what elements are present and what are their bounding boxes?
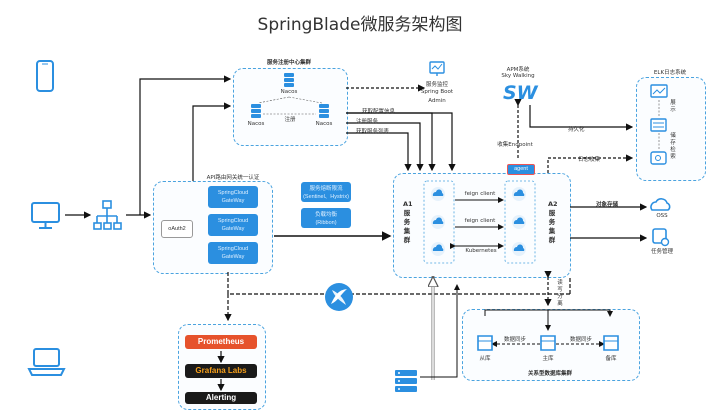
a2-char-3: 集 <box>548 227 556 235</box>
elk-label: ELK日志系统 <box>653 70 687 76</box>
task-management-label: 任务管理 <box>650 249 674 255</box>
desktop-icon <box>31 202 60 229</box>
object-storage-label: 对象存储 <box>596 202 619 208</box>
slave-db-icon <box>477 335 493 351</box>
a2-char-4: 群 <box>548 236 556 244</box>
collect-endpoint-label: 收集Endpoint <box>497 142 533 148</box>
a1-char-1: 服 <box>403 209 411 217</box>
a1-char-0: A1 <box>403 200 413 208</box>
skywalking-label: Sky Walking <box>501 73 535 79</box>
elk-cluster <box>636 77 706 181</box>
oss-cloud-icon <box>650 198 671 211</box>
task-management-icon <box>652 228 670 247</box>
sync-label-left: 数据同步 <box>503 337 527 343</box>
service-cluster <box>393 173 571 278</box>
nacos-top-label: Nacos <box>280 89 298 95</box>
alerting-box: Alerting <box>185 392 257 404</box>
oss-label: OSS <box>656 213 668 219</box>
elk-chart-icon <box>650 84 668 98</box>
storage-server-icon <box>395 370 417 392</box>
get-config-label: 获取配置信息 <box>362 109 396 115</box>
get-service-list-label: 获取服务列表 <box>356 129 390 135</box>
gateway-button-2[interactable]: SpringCloud GateWay <box>208 214 258 236</box>
backup-db-icon <box>603 335 619 351</box>
gateway-button-1-line1: SpringCloud <box>217 190 249 196</box>
load-balancer-line1: 负载均衡 <box>314 212 337 218</box>
nacos-top-icon <box>284 73 294 87</box>
a1-char-3: 集 <box>403 227 411 235</box>
gateway-button-2-line1: SpringCloud <box>217 218 249 224</box>
log-collect-label: 日志收集 <box>578 157 601 163</box>
a2-char-1: 服 <box>548 209 556 217</box>
feign-client-label-1: feign client <box>464 191 496 197</box>
circuit-breaker-line2: (Sentinel、Hystrix) <box>303 194 349 200</box>
load-balancer-box: 负载均衡 (Ribbon) <box>301 208 351 228</box>
a2-char-0: A2 <box>548 200 558 208</box>
elk-database-icon <box>650 151 667 165</box>
gateway-button-2-line2: GateWay <box>221 226 245 232</box>
a2-char-2: 务 <box>548 218 556 226</box>
gateway-label: API路由网关统一认证 <box>206 175 260 181</box>
read-write-split-label: 读 写 分 离 <box>557 280 563 308</box>
load-balancer-line2: (Ribbon) <box>315 220 337 226</box>
gateway-button-3-line1: SpringCloud <box>217 246 249 252</box>
rw-char-3: 离 <box>557 301 563 307</box>
gateway-button-3[interactable]: SpringCloud GateWay <box>208 242 258 264</box>
a1-cluster-label: A1 服 务 集 群 <box>403 200 413 245</box>
rw-char-2: 分 <box>557 294 563 300</box>
a1-char-4: 群 <box>403 236 411 244</box>
gateway-button-3-line2: GateWay <box>221 254 245 260</box>
cluster-node-icons <box>431 187 526 256</box>
elk-show-label: 展示 <box>670 100 676 113</box>
registry-cluster-label: 服务注册中心集群 <box>266 60 312 66</box>
phone-icon <box>36 60 54 92</box>
center-cluster-logo-icon <box>325 283 353 311</box>
a2-cluster-label: A2 服 务 集 群 <box>548 200 558 245</box>
circuit-breaker-line1: 服务熔断限流 <box>309 186 343 192</box>
monitor-icon <box>429 61 445 76</box>
db-cluster-label: 关系型数据库集群 <box>527 371 573 377</box>
monitor-label-3: Admin <box>428 98 446 104</box>
monitor-label-2: Spring Boot <box>420 89 454 95</box>
monitor-label-1: 服务监控 <box>425 82 449 88</box>
register-edge-label: 注册 <box>284 117 296 123</box>
nacos-right-icon <box>319 104 329 118</box>
rw-char-1: 写 <box>557 287 563 293</box>
master-db-icon <box>540 335 556 351</box>
oauth2-box: oAuth2 <box>161 220 193 238</box>
master-db-label: 主库 <box>542 356 554 362</box>
a1-char-2: 务 <box>403 218 411 226</box>
backup-db-label: 备库 <box>605 356 617 362</box>
kubernetes-label: Kubernetes <box>465 248 497 254</box>
elk-store-label: 储存检索 <box>670 133 676 160</box>
sync-label-right: 数据同步 <box>569 337 593 343</box>
circuit-breaker-box: 服务熔断限流 (Sentinel、Hystrix) <box>301 182 351 202</box>
page-title: SpringBlade微服务架构图 <box>257 15 463 35</box>
rw-char-0: 读 <box>557 280 563 286</box>
skywalking-logo: SW <box>503 82 538 104</box>
elk-server-icon <box>650 118 667 132</box>
network-hierarchy-icon <box>93 200 122 230</box>
slave-db-label: 从库 <box>479 356 491 362</box>
gateway-button-1-line2: GateWay <box>221 198 245 204</box>
apm-label: APM系统 <box>506 67 530 73</box>
laptop-icon <box>27 348 66 376</box>
nacos-left-icon <box>251 104 261 118</box>
register-service-label: 注册服务 <box>356 119 379 125</box>
nacos-right-label: Nacos <box>315 121 333 127</box>
gateway-button-1[interactable]: SpringCloud GateWay <box>208 186 258 208</box>
nacos-left-label: Nacos <box>247 121 265 127</box>
prometheus-box: Prometheus <box>185 335 257 349</box>
agent-badge: agent <box>507 164 535 175</box>
feign-client-label-2: feign client <box>464 218 496 224</box>
grafana-box: Grafana Labs <box>185 364 257 378</box>
persist-label: 持久化 <box>568 127 585 133</box>
